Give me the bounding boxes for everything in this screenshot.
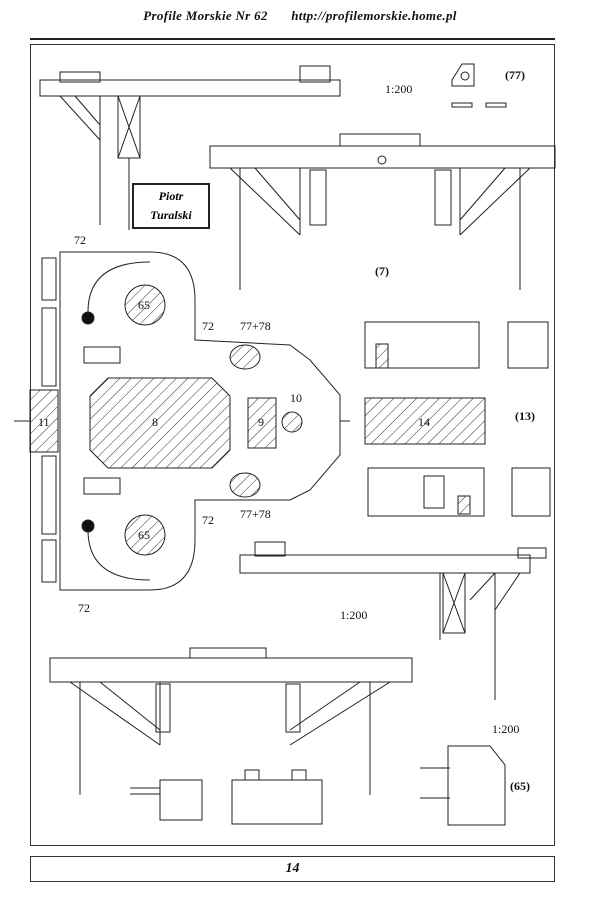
callout-65: (65) <box>510 779 530 793</box>
label-11: 11 <box>38 415 50 429</box>
page-number: 14 <box>285 861 300 876</box>
label-8: 8 <box>152 415 158 429</box>
page-footer: 14 <box>30 856 555 882</box>
label-77-78-lower: 77+78 <box>240 507 271 521</box>
author-first-name: Piotr <box>159 189 184 203</box>
label-65-upper: 65 <box>138 298 150 312</box>
page-header: Profile Morskie Nr 62 http://profilemors… <box>30 8 570 38</box>
label-9: 9 <box>258 415 264 429</box>
label-72-bottom-left: 72 <box>78 601 90 615</box>
author-last-name: Turalski <box>150 208 192 222</box>
publication-title: Profile Morskie Nr 62 <box>143 8 268 23</box>
label-10: 10 <box>290 391 302 405</box>
side-elevation-middle-right <box>239 541 547 700</box>
scale-label-bottom: 1:200 <box>492 722 519 736</box>
label-14: 14 <box>418 415 430 429</box>
front-elevation-7 <box>209 133 556 290</box>
label-65-lower: 65 <box>138 528 150 542</box>
callout-77: (77) <box>505 68 525 82</box>
side-elevation-top-left <box>39 65 341 230</box>
label-72-upper: 72 <box>202 319 214 333</box>
author-box: Piotr Turalski <box>132 183 210 229</box>
gun-mount-drawings <box>130 745 506 826</box>
label-77-78-upper: 77+78 <box>240 319 271 333</box>
scale-label-middle: 1:200 <box>340 608 367 622</box>
publication-url: http://profilemorskie.home.pl <box>291 8 457 23</box>
scale-label-top: 1:200 <box>385 82 412 96</box>
part-77-detail <box>451 63 507 108</box>
detail-13-views <box>364 321 551 517</box>
plan-view <box>14 251 350 591</box>
callout-13: (13) <box>515 409 535 423</box>
label-72-lower: 72 <box>202 513 214 527</box>
front-elevation-bottom <box>49 647 413 795</box>
label-72-top-left: 72 <box>74 233 86 247</box>
callout-7: (7) <box>375 264 389 278</box>
header-rule <box>30 38 555 40</box>
